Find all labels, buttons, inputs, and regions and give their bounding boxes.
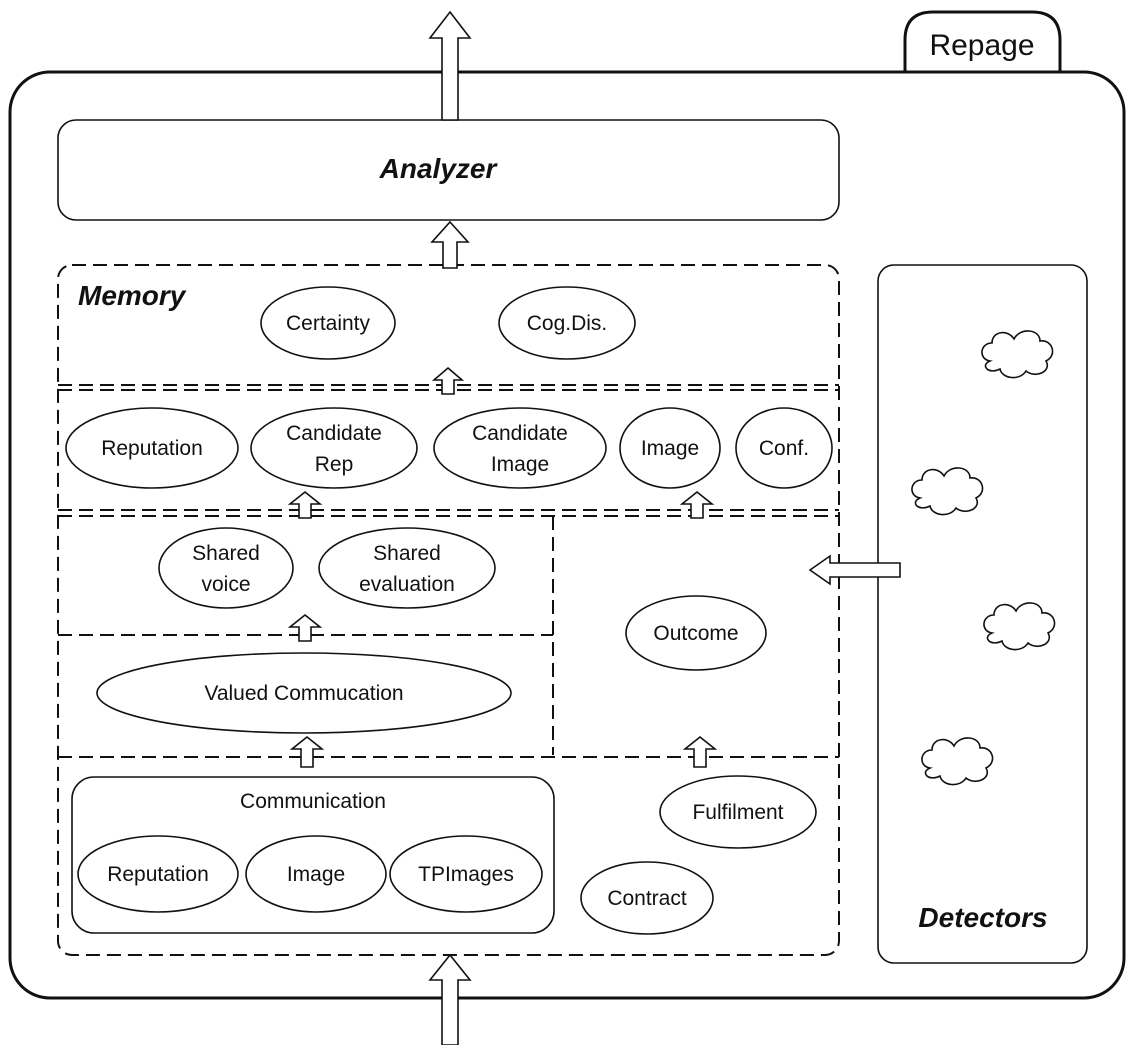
svg-text:Shared: Shared bbox=[373, 542, 441, 565]
conf-oval: Conf. bbox=[735, 407, 833, 489]
memory-label: Memory bbox=[78, 280, 187, 311]
communication-label: Communication bbox=[240, 790, 386, 813]
repage-label: Repage bbox=[929, 29, 1034, 62]
communication-reputation-oval: Reputation bbox=[77, 835, 239, 913]
valued-up-arrow-icon bbox=[287, 613, 323, 642]
svg-text:Rep: Rep bbox=[315, 453, 354, 476]
candidate-rep-oval: Candidate Rep bbox=[250, 407, 418, 489]
repage-frame bbox=[8, 70, 1126, 1000]
shared-voice-oval: Shared voice bbox=[158, 527, 294, 609]
communication-image-oval: Image bbox=[245, 835, 387, 913]
candidate-image-oval: Candidate Image bbox=[433, 407, 607, 489]
detectors-to-memory-arrow-icon bbox=[808, 554, 901, 586]
svg-text:Image: Image bbox=[641, 437, 699, 460]
svg-text:Cog.Dis.: Cog.Dis. bbox=[527, 312, 608, 335]
fulfilment-up-arrow-icon bbox=[682, 735, 718, 768]
fulfilment-oval: Fulfilment bbox=[659, 775, 817, 849]
svg-text:Reputation: Reputation bbox=[101, 437, 203, 460]
svg-text:Candidate: Candidate bbox=[472, 422, 568, 445]
svg-text:Image: Image bbox=[491, 453, 549, 476]
memory-to-analyzer-arrow-icon bbox=[430, 220, 470, 269]
input-arrow-icon bbox=[428, 953, 472, 1045]
evaluations-up-arrow-icon bbox=[431, 366, 465, 395]
svg-text:Fulfilment: Fulfilment bbox=[692, 801, 783, 824]
certainty-oval: Certainty bbox=[260, 286, 396, 360]
svg-text:evaluation: evaluation bbox=[359, 573, 455, 596]
shared-up-arrow-icon bbox=[287, 490, 323, 519]
communication-tpimages-oval: TPImages bbox=[389, 835, 543, 913]
detectors-label: Detectors bbox=[918, 902, 1047, 933]
reputation-oval: Reputation bbox=[65, 407, 239, 489]
detectors-box: Detectors bbox=[877, 264, 1088, 964]
svg-text:Valued Commucation: Valued Commucation bbox=[204, 682, 403, 705]
valued-communication-oval: Valued Commucation bbox=[96, 652, 512, 734]
output-arrow-icon bbox=[428, 10, 472, 121]
svg-text:Outcome: Outcome bbox=[653, 622, 738, 645]
memory-box: Memory bbox=[57, 264, 840, 956]
contract-oval: Contract bbox=[580, 861, 714, 935]
svg-text:Image: Image bbox=[287, 863, 345, 886]
svg-text:Shared: Shared bbox=[192, 542, 260, 565]
analyzer-label: Analyzer bbox=[379, 153, 499, 184]
svg-text:voice: voice bbox=[201, 573, 250, 596]
image-oval: Image bbox=[619, 407, 721, 489]
svg-text:TPImages: TPImages bbox=[418, 863, 514, 886]
communication-up-arrow-icon bbox=[289, 735, 325, 768]
svg-text:Candidate: Candidate bbox=[286, 422, 382, 445]
shared-evaluation-oval: Shared evaluation bbox=[318, 527, 496, 609]
svg-text:Conf.: Conf. bbox=[759, 437, 809, 460]
svg-text:Certainty: Certainty bbox=[286, 312, 371, 335]
cog-dis-oval: Cog.Dis. bbox=[498, 286, 636, 360]
svg-text:Contract: Contract bbox=[607, 887, 687, 910]
svg-text:Reputation: Reputation bbox=[107, 863, 209, 886]
outcome-oval: Outcome bbox=[625, 595, 767, 671]
repage-tab: Repage bbox=[903, 10, 1062, 72]
outcome-up-arrow-icon bbox=[679, 490, 715, 519]
analyzer-box: Analyzer bbox=[57, 119, 840, 221]
